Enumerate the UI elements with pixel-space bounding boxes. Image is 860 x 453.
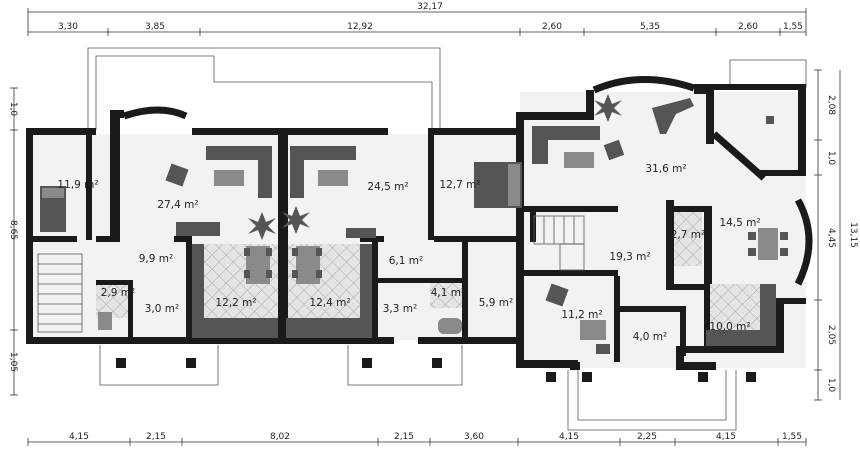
left-dim-3: 1,05 [8, 352, 18, 372]
right-dim-3: 4,45 [826, 228, 836, 248]
bottom-dim-7: 2,25 [637, 432, 657, 442]
bottom-dim-6: 4,15 [559, 432, 579, 442]
room-label-18: 11,2 m² [561, 309, 602, 321]
room-label-4: 12,7 m² [439, 179, 480, 191]
room-label-6: 14,5 m² [719, 217, 760, 229]
right-dim-1: 2,08 [826, 95, 836, 115]
bottom-dim-1: 4,15 [69, 432, 89, 442]
top-dim-6: 2,60 [738, 22, 758, 32]
room-label-7: 9,9 m² [139, 253, 173, 265]
right-total-dim: 13,15 [848, 222, 858, 248]
room-label-3: 24,5 m² [367, 181, 408, 193]
room-label-19: 4,0 m² [633, 331, 667, 343]
bottom-dim-9: 1,55 [782, 432, 802, 442]
room-label-17: 4,1 m² [431, 287, 465, 299]
room-label-10: 6,1 m² [389, 255, 423, 267]
room-label-20: 10,0 m² [709, 321, 750, 333]
room-label-14: 2,9 m² [101, 287, 135, 299]
bottom-dim-2: 2,15 [146, 432, 166, 442]
top-dim-2: 3,85 [145, 22, 165, 32]
bottom-dim-5: 3,60 [464, 432, 484, 442]
top-dim-7: 1,55 [783, 22, 803, 32]
curved-walls [122, 75, 813, 286]
bottom-dim-8: 4,15 [716, 432, 736, 442]
right-dim-5: 1,0 [826, 378, 836, 393]
total-width-dim: 32,17 [417, 2, 443, 12]
room-label-11: 5,9 m² [479, 297, 513, 309]
room-labels: 11,9 m² 27,4 m² 24,5 m² 12,7 m² 31,6 m² … [57, 163, 760, 343]
room-label-2: 27,4 m² [157, 199, 198, 211]
left-dim-2: 8,65 [8, 220, 18, 240]
room-label-12: 19,3 m² [609, 251, 650, 263]
terrace-outlines [87, 47, 807, 431]
right-dim-4: 2,05 [826, 325, 836, 345]
right-dim-2: 1,0 [826, 151, 836, 166]
dimension-lines [10, 8, 841, 446]
room-label-16: 3,3 m² [383, 303, 417, 315]
room-label-1: 11,9 m² [57, 179, 98, 191]
top-dim-5: 5,35 [640, 22, 660, 32]
bottom-dim-3: 8,02 [270, 432, 290, 442]
room-label-15: 3,0 m² [145, 303, 179, 315]
furniture [37, 94, 788, 354]
top-dim-1: 3,30 [58, 22, 78, 32]
columns [116, 358, 756, 382]
room-label-9: 12,4 m² [309, 297, 350, 309]
room-label-5: 31,6 m² [645, 163, 686, 175]
room-label-8: 12,2 m² [215, 297, 256, 309]
bottom-dim-4: 2,15 [394, 432, 414, 442]
top-dim-4: 2,60 [542, 22, 562, 32]
top-dim-3: 12,92 [347, 22, 373, 32]
left-dim-1: 1,0 [8, 102, 18, 117]
room-label-13: 2,7 m² [671, 229, 705, 241]
walls [26, 84, 806, 370]
